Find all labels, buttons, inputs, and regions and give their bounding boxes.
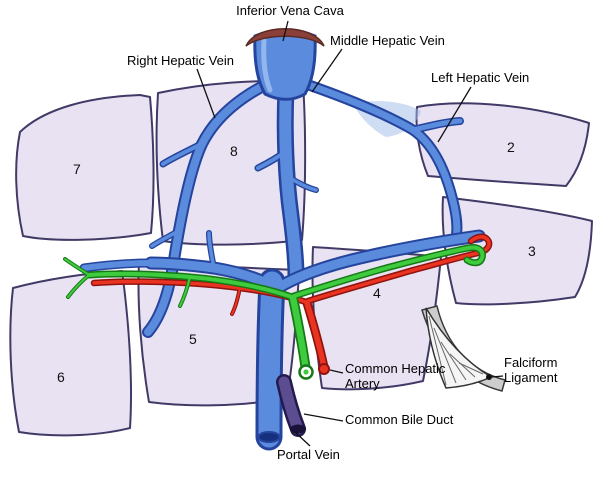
bile-duct-cut-end-lumen — [303, 369, 309, 375]
label-middle-hepatic-vein: Middle Hepatic Vein — [330, 33, 445, 48]
hepatic-artery-cut-end — [318, 363, 330, 375]
segment-number-3: 3 — [528, 243, 536, 259]
segment-3-shape — [441, 196, 593, 306]
segment-7-shape — [15, 94, 155, 241]
leader-falciform-ligament — [491, 375, 504, 378]
segment-number-6: 6 — [57, 369, 65, 385]
leader-common-hepatic-artery — [329, 369, 344, 374]
leader-lines — [196, 20, 504, 447]
label-inferior-vena-cava: Inferior Vena Cava — [236, 3, 344, 18]
leader-portal-vein — [294, 431, 311, 447]
label-right-hepatic-vein: Right Hepatic Vein — [127, 53, 234, 68]
diaphragm-crescent — [245, 28, 325, 47]
leader-middle-hepatic-vein — [311, 48, 343, 93]
falciform-leader-dot — [486, 374, 492, 380]
label-portal-vein: Portal Vein — [277, 447, 340, 462]
falciform-ligament-stripes — [428, 315, 484, 386]
segment-number-4: 4 — [373, 285, 381, 301]
leader-common-bile-duct — [303, 413, 344, 422]
segment-number-5: 5 — [189, 331, 197, 347]
segment-number-2: 2 — [507, 139, 515, 155]
falciform-ligament-shape — [421, 305, 506, 392]
common-bile-duct-vessel — [284, 382, 306, 434]
label-left-hepatic-vein: Left Hepatic Vein — [431, 70, 530, 85]
inferior-vena-cava-vessel — [245, 28, 325, 101]
label-falciform-ligament: Falciform Ligament — [504, 355, 558, 386]
label-common-bile-duct: Common Bile Duct — [345, 412, 454, 427]
segment-number-7: 7 — [73, 161, 81, 177]
segment-number-8: 8 — [230, 143, 238, 159]
leader-inferior-vena-cava — [282, 20, 289, 42]
leader-left-hepatic-vein — [437, 86, 472, 143]
common-bile-duct-opening — [290, 424, 306, 434]
portal-vein-opening — [257, 431, 281, 443]
label-common-hepatic-artery: Common Hepatic Artery — [345, 361, 446, 392]
leader-right-hepatic-vein — [196, 68, 216, 119]
